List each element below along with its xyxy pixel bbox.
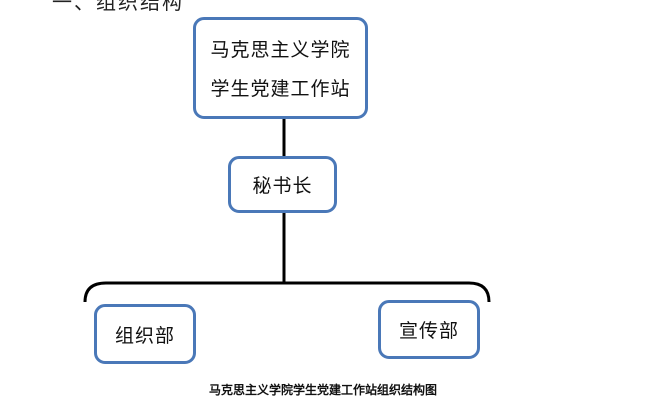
organization-department-label: 组织部 (114, 324, 175, 347)
branch-bracket (83, 281, 491, 303)
secretary-general-label: 秘书长 (252, 175, 313, 197)
root-node-party-work-station: 马克思主义学院 学生党建工作站 (193, 17, 368, 119)
root-node-line1: 马克思主义学院 (210, 39, 351, 61)
publicity-department-node: 宣传部 (378, 300, 480, 359)
root-node-line2: 学生党建工作站 (210, 78, 351, 100)
organization-department-node: 组织部 (94, 304, 196, 364)
publicity-department-label: 宣传部 (398, 320, 459, 342)
secretary-general-node: 秘书长 (228, 156, 337, 213)
diagram-caption: 马克思主义学院学生党建工作站组织结构图 (208, 383, 437, 397)
cropped-section-heading: 一、组织结构 (52, 0, 184, 14)
